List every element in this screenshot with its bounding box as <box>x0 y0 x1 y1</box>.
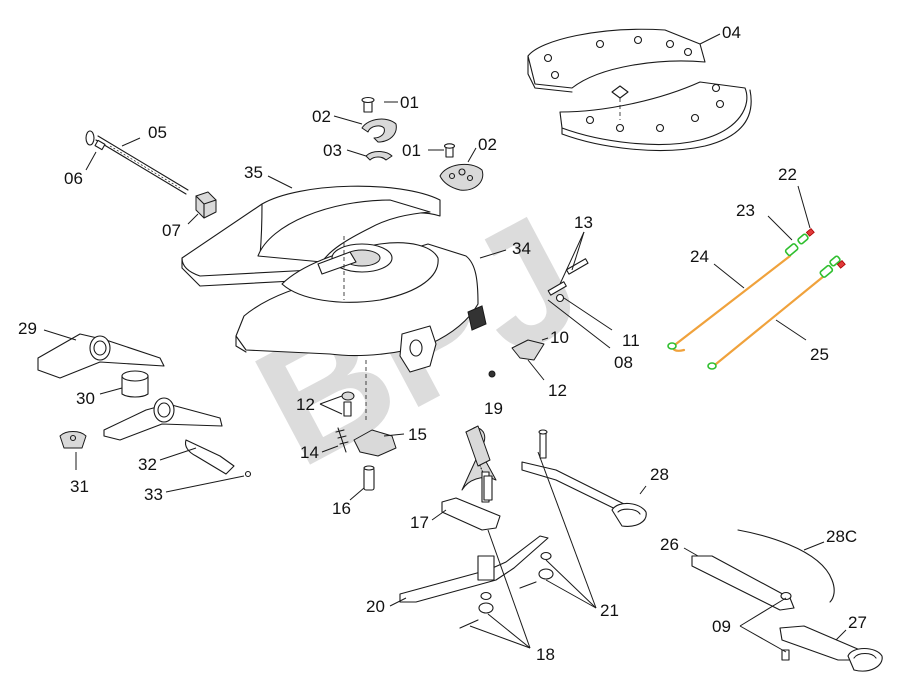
label-33: 33 <box>144 485 163 504</box>
label-03: 03 <box>323 141 342 160</box>
label-35: 35 <box>244 163 263 182</box>
label-04: 04 <box>722 23 741 42</box>
label-09: 09 <box>712 617 731 636</box>
label-15: 15 <box>408 425 427 444</box>
wear-pads-and-bolts <box>333 96 484 191</box>
label-01-mid: 01 <box>402 141 421 160</box>
label-21: 21 <box>600 601 619 620</box>
label-32: 32 <box>138 455 157 474</box>
label-05: 05 <box>148 123 167 142</box>
center-parts-12-16 <box>319 391 405 501</box>
label-02-right: 02 <box>478 135 497 154</box>
label-28c: 28C <box>826 527 857 546</box>
label-18: 18 <box>536 645 555 664</box>
label-12-center: 12 <box>296 395 315 414</box>
label-26: 26 <box>660 535 679 554</box>
fifth-wheel-34-35 <box>181 175 507 420</box>
label-27: 27 <box>848 613 867 632</box>
label-07: 07 <box>162 221 181 240</box>
label-23: 23 <box>736 201 755 220</box>
label-17: 17 <box>410 513 429 532</box>
label-24: 24 <box>690 247 709 266</box>
label-08: 08 <box>614 353 633 372</box>
label-19: 19 <box>484 399 503 418</box>
label-02-left: 02 <box>312 107 331 126</box>
label-13: 13 <box>574 213 593 232</box>
mounting-plate-04 <box>527 28 752 152</box>
release-cables-22-25 <box>667 185 846 370</box>
label-16: 16 <box>332 499 351 518</box>
label-22: 22 <box>778 165 797 184</box>
part-labels: 01 02 03 01 02 04 05 06 07 35 34 13 11 1… <box>18 23 867 664</box>
label-10: 10 <box>550 328 569 347</box>
bracket-group-29-33 <box>37 329 252 493</box>
label-28: 28 <box>650 465 669 484</box>
right-lever-26-27 <box>683 529 883 672</box>
hardware-08-13 <box>488 231 613 381</box>
label-14: 14 <box>300 443 319 462</box>
label-29: 29 <box>18 319 37 338</box>
label-20: 20 <box>366 597 385 616</box>
lock-rod-05 <box>85 130 217 225</box>
label-25: 25 <box>810 345 829 364</box>
lever-assembly-17-21 <box>389 425 647 649</box>
label-11: 11 <box>622 331 640 350</box>
label-34: 34 <box>512 239 531 258</box>
label-12-right: 12 <box>548 381 567 400</box>
label-31: 31 <box>70 477 89 496</box>
label-06: 06 <box>64 169 83 188</box>
label-30: 30 <box>76 389 95 408</box>
label-01-top: 01 <box>400 93 419 112</box>
